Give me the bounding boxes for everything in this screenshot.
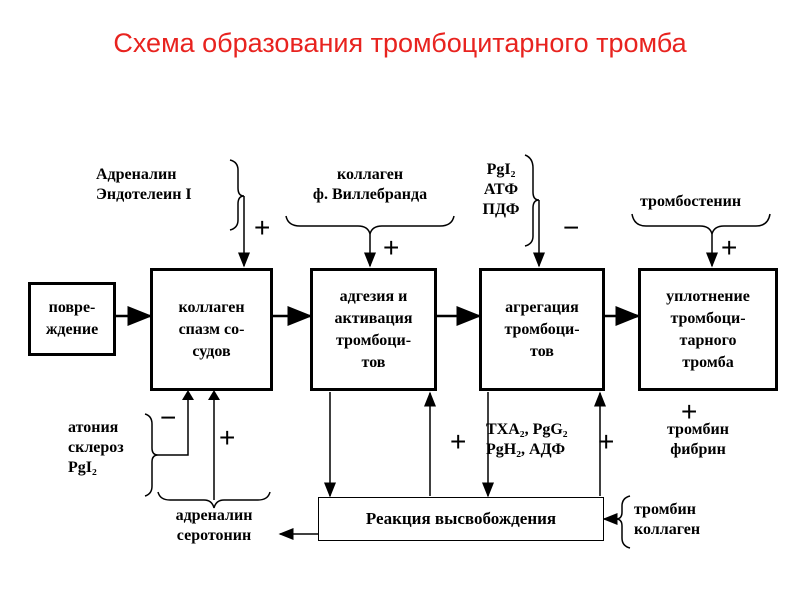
sign-plus-release-aggregation: + <box>598 426 615 457</box>
sign-plus-serotonin: + <box>219 422 236 453</box>
label-adrenaline-serotonin: адреналин серотонин <box>175 507 253 544</box>
box-collagen-spasm: коллаген спазм со- судов <box>150 268 273 391</box>
label-pgi-atp-pdf: PgI₂ АТФ ПДФ <box>482 161 520 218</box>
brace-thrombin-collagen <box>615 495 631 549</box>
sign-plus-thrombostenin: + <box>721 232 738 263</box>
label-thrombin-collagen: тромбин коллаген <box>634 501 701 538</box>
brace-adrenaline <box>229 159 245 231</box>
brace-thrombostenin <box>631 213 771 235</box>
box-release: Реакция высвобождения <box>318 497 604 541</box>
label-collagen-willebrand: коллаген ф. Виллебранда <box>312 166 428 203</box>
sign-plus-thrombin-fibrin: + <box>681 396 698 427</box>
sign-minus-pgi: − <box>563 212 580 243</box>
box-aggregation: агрегация тромбоци- тов <box>479 268 605 391</box>
brace-adrenaline-serotonin <box>157 491 271 509</box>
box-damage: повре- ждение <box>28 282 116 356</box>
label-adrenaline-endothelin: Адреналин Эндотелеин I <box>96 166 192 203</box>
sign-plus-collagen: + <box>383 232 400 263</box>
arrowhead-atonia <box>182 390 194 400</box>
label-thrombostenin: тромбостенин <box>640 193 742 210</box>
line-atonia-up <box>158 392 189 456</box>
label-txa-pgg: ТХА₂, PgG₂ PgH₂, АДФ <box>486 421 568 458</box>
label-atonia-sclerosis: атония склероз PgI₂ <box>68 419 124 476</box>
sign-plus-release-adhesion: + <box>450 426 467 457</box>
label-thrombin-fibrin: тромбин фибрин <box>667 421 729 458</box>
box-consolidation-label: уплотнение тромбоци- тарного тромба <box>666 287 750 371</box>
box-collagen-spasm-label: коллаген спазм со- судов <box>178 298 245 360</box>
page-title: Схема образования тромбоцитарного тромба <box>113 28 687 58</box>
box-aggregation-label: агрегация тромбоци- тов <box>504 298 580 360</box>
box-damage-label: повре- ждение <box>45 299 99 338</box>
box-adhesion: адгезия и активация тромбоци- тов <box>310 268 437 391</box>
sign-minus-atonia: − <box>160 402 177 433</box>
box-release-label: Реакция высвобождения <box>365 509 557 528</box>
brace-atonia <box>144 413 159 497</box>
arrowhead-serotonin <box>208 390 220 400</box>
box-adhesion-label: адгезия и активация тромбоци- тов <box>334 287 413 371</box>
brace-collagen <box>285 215 455 235</box>
brace-pgi <box>524 154 540 247</box>
sign-plus-adrenaline: + <box>254 212 271 243</box>
box-consolidation: уплотнение тромбоци- тарного тромба <box>638 268 778 391</box>
